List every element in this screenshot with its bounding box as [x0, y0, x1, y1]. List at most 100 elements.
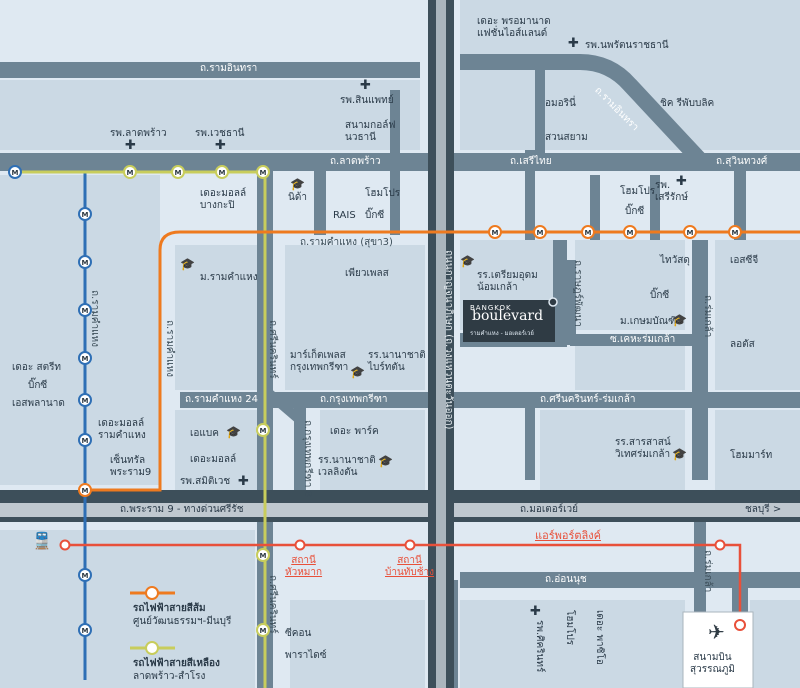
place-paradise: พาราไดซ์ [285, 650, 327, 661]
place-homepro-rk: ไทวัสดุ [660, 255, 690, 266]
metro-station-letter: M [260, 627, 267, 635]
station-banthapchang: สถานี บ้านทับช้าง [385, 555, 435, 578]
place-homepro-onnut: โฮมโปร [564, 610, 575, 646]
road-label-srinakarin-romklao: ถ.ศรีนครินทร์-ร่มเกล้า [540, 394, 636, 405]
metro-station-letter: M [12, 169, 19, 177]
metro-station-marker [215, 165, 229, 179]
place-ramkhamhaeng-u: ม.รามคำแหง [200, 272, 258, 283]
road-label-romklao: ถ.ร่มเกล้า [702, 295, 713, 338]
project-marker [463, 297, 558, 342]
road-label-motorway: ถ.มอเตอร์เวย์ [520, 504, 579, 515]
metro-station-letter: M [82, 259, 89, 267]
metro-station-marker [488, 225, 502, 239]
metro-station-marker [256, 165, 270, 179]
place-nanachart-school: รร.นานาชาติ ไบร์ทตัน [368, 350, 426, 373]
metro-station-marker [78, 568, 92, 582]
hospital-icon: ✚ [676, 174, 687, 189]
road-label-chonburi: ชลบุรี > [745, 504, 782, 515]
place-vejthani-hosp: รพ.เวชธานี [195, 128, 245, 139]
place-abac: เอแบค [190, 428, 219, 439]
road-label-rat-phatthana: ถ.ราษฎร์พัฒนา [572, 260, 583, 327]
metro-station-letter: M [82, 307, 89, 315]
metro-station-letter: M [82, 487, 89, 495]
hospital-icon: ✚ [530, 604, 541, 619]
place-triam-udom: รร.เตรียมอุดม น้อมเกล้า [477, 270, 538, 293]
legend-orange-sub: ศูนย์วัฒนธรรมฯ-มีนบุรี [133, 616, 232, 627]
metro-station-marker [78, 351, 92, 365]
metro-station-marker [78, 207, 92, 221]
metro-station-marker [256, 423, 270, 437]
hospital-icon: ✚ [238, 474, 249, 489]
place-seacon: ซีคอน [285, 628, 312, 639]
legend-yellow-title: รถไฟฟ้าสายสีเหลือง [133, 658, 220, 669]
place-kasem-u: ม.เกษมบัณฑิต [620, 316, 683, 327]
road-label-serithai: ถ.เสรีไทย [510, 156, 552, 167]
metro-station-letter: M [732, 229, 739, 237]
road-label-suwinthawong: ถ.สุวินทวงศ์ [716, 156, 768, 167]
place-ladprao-hosp: รพ.ลาดพร้าว [110, 128, 167, 139]
metro-station-marker [78, 483, 92, 497]
airport-link-station [59, 539, 71, 551]
legend-yellow-sub: ลาดพร้าว-สำโรง [133, 671, 206, 682]
place-sarasas: รร.สารสาสน์ วิเทศร่มเกล้า [615, 437, 671, 460]
project-top: BANGKOK [470, 304, 512, 312]
metro-station-letter: M [82, 355, 89, 363]
school-icon: 🎓 [290, 177, 305, 191]
metro-station-marker [78, 393, 92, 407]
metro-station-letter: M [260, 427, 267, 435]
school-icon: 🎓 [378, 454, 393, 468]
place-the-paseo: เดอะ พาซิโอ [594, 610, 605, 665]
train-icon: 🚆 [32, 531, 52, 550]
hospital-icon: ✚ [568, 36, 579, 51]
road-label-ramintra: ถ.รามอินทรา [200, 63, 258, 74]
place-wellington: รร.นานาชาติ เวลลิงตัน [318, 455, 376, 478]
place-lotus: ลอตัส [730, 339, 755, 350]
school-icon: 🎓 [350, 365, 365, 379]
place-the-park: เดอะ พาร์ค [330, 426, 379, 437]
metro-station-marker [728, 225, 742, 239]
legend-orange-title: รถไฟฟ้าสายสีส้ม [133, 603, 206, 614]
place-bigc-r: บิ๊กซี [625, 206, 645, 217]
place-samitivej: รพ.สมิติเวช [180, 476, 231, 487]
metro-station-letter: M [585, 229, 592, 237]
station-huamak: สถานี หัวหมาก [285, 555, 323, 578]
metro-station-marker [623, 225, 637, 239]
metro-station-letter: M [127, 169, 134, 177]
place-bigc-rk: บิ๊กซี [650, 290, 670, 301]
road-label-onnut: ถ.อ่อนนุช [545, 574, 587, 585]
hospital-icon: ✚ [360, 78, 371, 93]
metro-station-letter: M [82, 627, 89, 635]
road-label-ramkhamhaeng-vert: ถ.รามคำแหง [164, 320, 175, 378]
place-market-place: มาร์เก็ตเพลส กรุงเทพกรีฑา [290, 350, 349, 373]
place-the-promenade: เดอะ พรอมานาด แฟชั่นไอส์แลนด์ [477, 16, 551, 39]
road-label-kehromklao: ซ.เคหะร่มเกล้า [610, 334, 676, 345]
place-sinphat-hosp: รพ.สินแพทย์ [340, 95, 394, 106]
place-sikarin-hosp: รพ.ศิครินทร์ [534, 620, 545, 673]
hospital-icon: ✚ [215, 138, 226, 153]
metro-station-marker [256, 623, 270, 637]
road-label-ramkhamhaeng-vert-left: ถ.รามคำแหง [89, 290, 100, 348]
road-label-kanchanaphisek: ถนนกาญจนาภิเษก (ถ.วงแหวนตะวันออก) [443, 250, 454, 430]
airport-link-station [404, 539, 416, 551]
project-sub: รามคำแหง - มอเตอร์เวย์ [470, 330, 534, 337]
place-chic-republic: ชิค รีพับบลิค [660, 98, 715, 109]
place-the-mall-b: เดอะมอลล์ [190, 454, 237, 465]
airport-label: สนามบิน สุวรรณภูมิ [690, 652, 735, 675]
metro-station-letter: M [537, 229, 544, 237]
school-icon: 🎓 [180, 257, 195, 271]
metro-station-letter: M [82, 211, 89, 219]
place-piyaplace: เพียวเพลส [345, 268, 389, 279]
school-icon: 🎓 [226, 425, 241, 439]
metro-station-marker [8, 165, 22, 179]
place-homepro-r: โฮมโปร [620, 186, 656, 197]
place-esplanade: เอสพลานาด [12, 398, 65, 409]
place-the-street: เดอะ สตรีท [12, 362, 62, 373]
school-icon: 🎓 [460, 254, 475, 268]
road-label-ramkhamhaeng: ถ.รามคำแหง (สุขา3) [300, 237, 393, 248]
place-nopparat-hosp: รพ.นพรัตนราชธานี [585, 40, 669, 51]
place-bigc-rama9: บิ๊กซี [28, 380, 48, 391]
road-label-krungthep-kreetha8: ถ.กรุงเทพกรีฑา 8 [302, 420, 313, 498]
place-homemart: โฮมมาร์ท [730, 450, 773, 461]
place-bigc-lp: บิ๊กซี [365, 210, 385, 221]
